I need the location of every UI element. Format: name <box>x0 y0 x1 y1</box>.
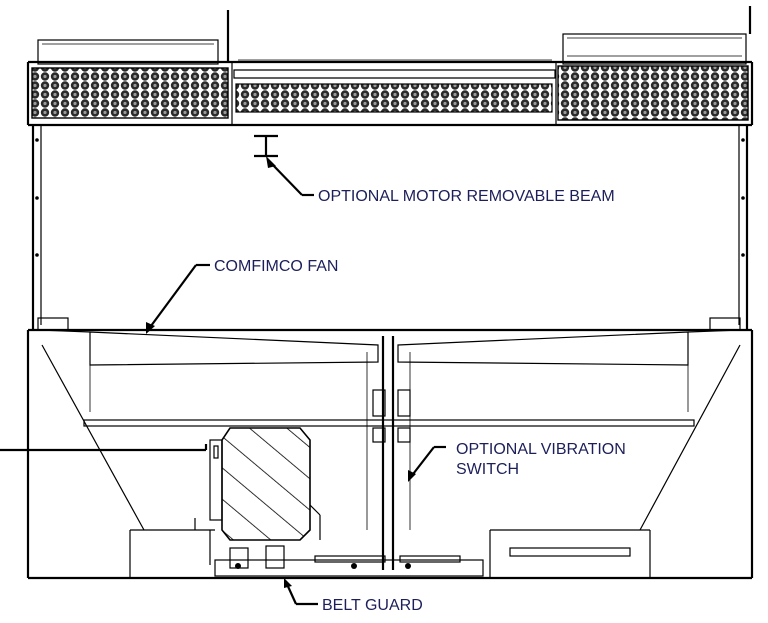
leader-left-edge <box>0 444 208 452</box>
coil-bank-right <box>557 65 749 121</box>
header-box-left <box>37 39 219 65</box>
callout-vibration-line2: SWITCH <box>456 461 519 478</box>
leader-belt-guard <box>284 578 318 606</box>
leader-beam <box>266 156 314 197</box>
callout-vibration-line1: OPTIONAL VIBRATION <box>456 441 626 458</box>
leader-vibration <box>408 445 446 482</box>
coil-bank-center <box>235 83 553 113</box>
header-box-right <box>562 33 747 65</box>
callout-fan: COMFIMCO FAN <box>214 258 338 275</box>
motor-beam <box>254 134 278 158</box>
leader-fan <box>146 263 210 334</box>
coil-bank-left <box>31 67 229 119</box>
plenum-casing <box>28 125 752 332</box>
belt-guard <box>214 545 484 577</box>
fan-blades <box>89 331 689 412</box>
callout-beam: OPTIONAL MOTOR REMOVABLE BEAM <box>318 188 615 205</box>
hopper <box>26 330 754 580</box>
fan-shaft <box>366 336 411 570</box>
coil-section <box>26 6 754 127</box>
support-plate <box>83 419 695 427</box>
motor <box>194 427 321 565</box>
callout-belt-guard: BELT GUARD <box>322 597 423 614</box>
